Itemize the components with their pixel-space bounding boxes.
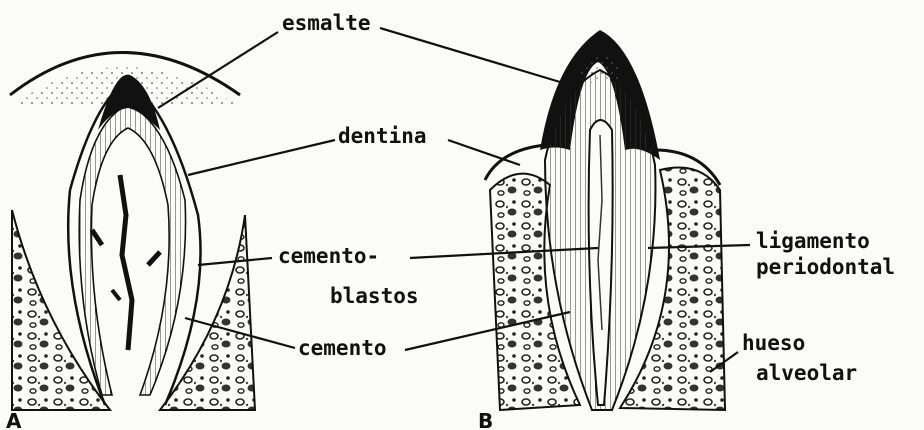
panel-b-tooth <box>485 30 725 410</box>
label-cemento: cemento <box>298 336 387 360</box>
label-esmalte: esmalte <box>282 11 371 35</box>
label-hueso-line1: hueso <box>742 331 805 355</box>
label-dentina: dentina <box>338 124 427 148</box>
label-hueso-line2: alveolar <box>756 361 857 385</box>
label-ligamento-line1: ligamento <box>756 229 870 253</box>
label-ligamento-line2: periodontal <box>756 255 895 279</box>
panel-label-a: A <box>6 409 22 430</box>
label-cementoblastos-line1: cemento- <box>278 244 379 268</box>
label-cementoblastos-line2: blastos <box>330 284 419 308</box>
panel-a-tooth <box>10 53 255 411</box>
panel-label-b: B <box>478 409 493 430</box>
